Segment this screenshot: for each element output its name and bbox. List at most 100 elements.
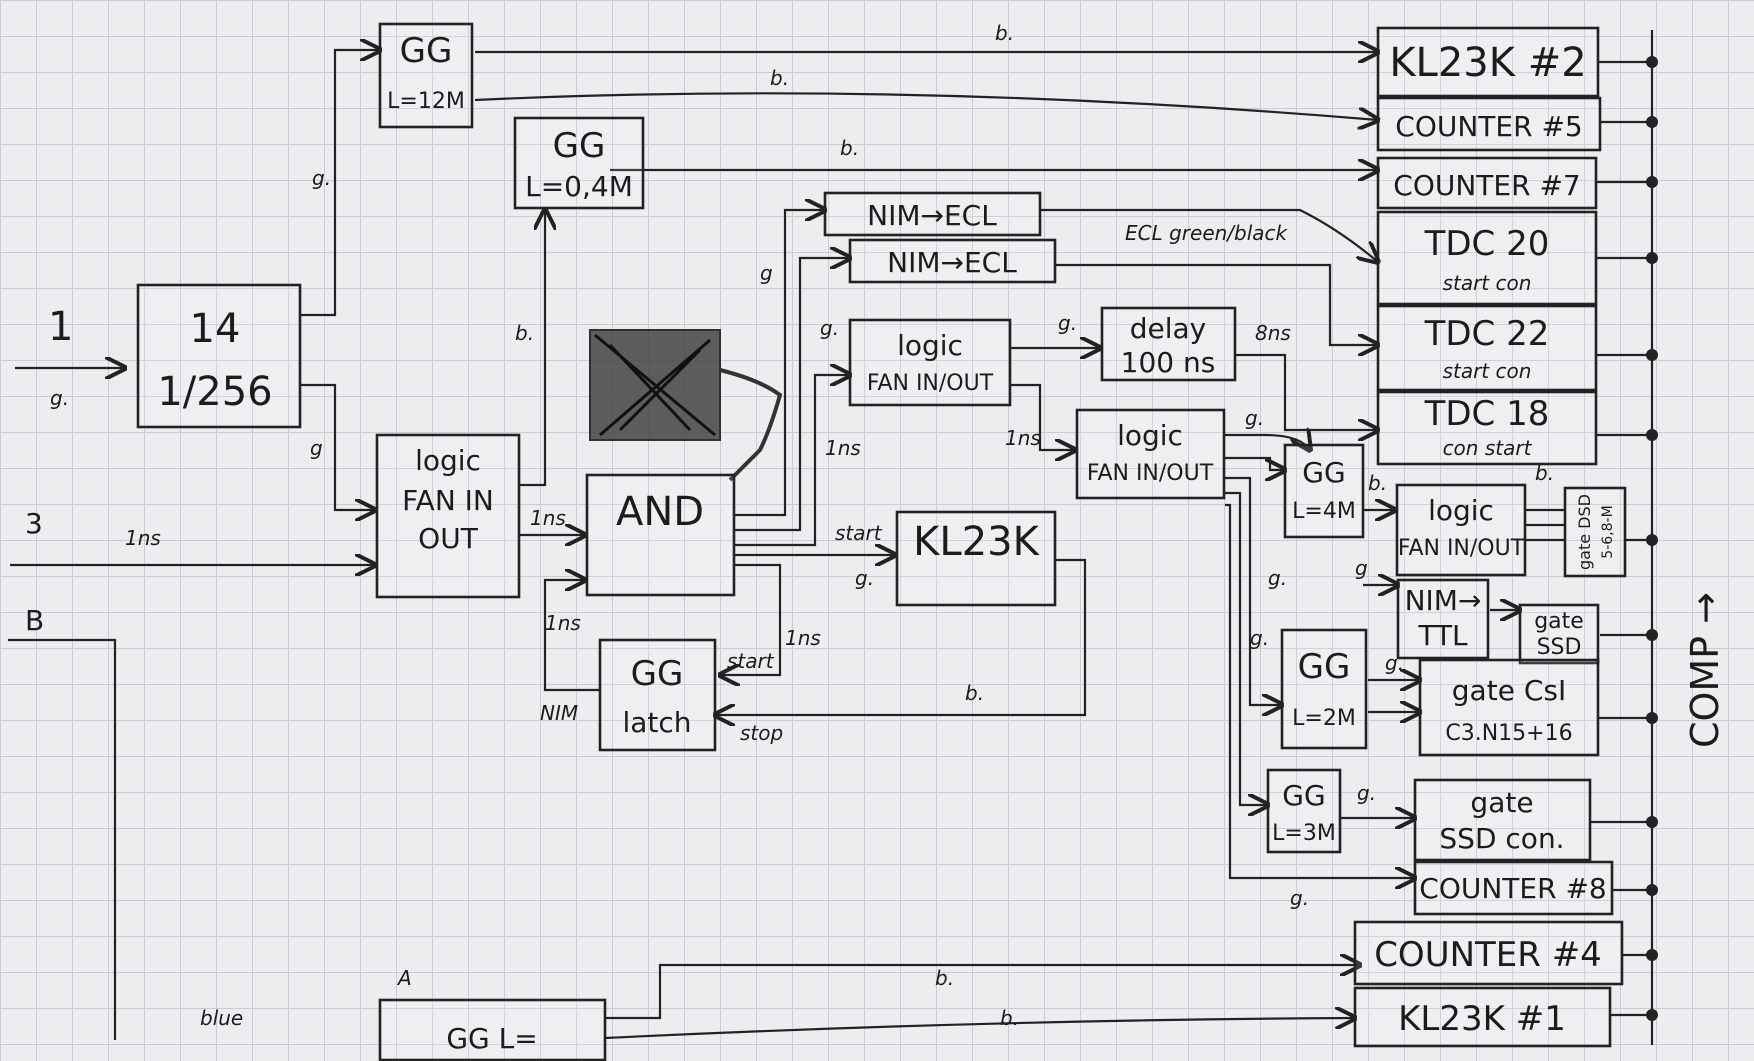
wl-g9: g. <box>1268 566 1287 590</box>
input-b-label: B <box>25 604 44 637</box>
rack-tdc-18: TDC 18 con start <box>1378 392 1596 464</box>
wl-b9: b. <box>1535 461 1554 485</box>
rack-label-kl23k-2: KL23K #2 <box>1389 40 1586 86</box>
gg6-label-1: GG <box>1282 779 1325 812</box>
wl-g10: g. <box>1250 626 1269 650</box>
rack-counter-4: COUNTER #4 <box>1355 922 1622 984</box>
wire-gglatch-and <box>545 580 600 690</box>
and-gate: AND <box>587 475 734 595</box>
gg2-label-2: L=0,4M <box>525 170 633 203</box>
wl-g3: g <box>760 261 773 285</box>
logic2-label-2: FAN IN/OUT <box>867 371 994 396</box>
nimttl-label-1: NIM→ <box>1405 584 1482 617</box>
gg1-label-1: GG <box>400 31 453 71</box>
gglatch-label-2: latch <box>622 706 691 739</box>
wl-g2: g <box>310 436 323 460</box>
wl-b1: b. <box>995 21 1014 45</box>
a-mark: A <box>396 966 412 990</box>
gatedsd-label-1: gate DSD <box>1575 494 1594 570</box>
nimttl-label-2: TTL <box>1417 619 1468 652</box>
logic1-label-3: OUT <box>418 522 479 555</box>
rack-sub-tdc-20: start con <box>1443 271 1532 295</box>
rack-counter-7: COUNTER #7 <box>1378 158 1596 208</box>
rack-label-counter-4: COUNTER #4 <box>1374 935 1602 975</box>
gg2-label-1: GG <box>553 126 606 166</box>
wire-blue-c4 <box>605 965 1360 1018</box>
wl-g6: g. <box>1245 406 1264 430</box>
gatecsi-label-1: gate CsI <box>1452 674 1566 707</box>
rack-kl23k-1: KL23K #1 <box>1355 988 1610 1046</box>
wl-b5: b. <box>965 681 984 705</box>
nim-ecl-2: NIM→ECL <box>850 240 1055 282</box>
rack-label-counter-5: COUNTER #5 <box>1395 110 1582 143</box>
gglatch-label-1: GG <box>631 654 684 694</box>
wire-logic1-gg2 <box>520 210 545 485</box>
gg4-label-1: GG <box>1302 456 1345 489</box>
rack-tdc-20: TDC 20 start con <box>1378 212 1596 304</box>
gg-gate-04m: GG L=0,4M <box>515 118 643 208</box>
wl-b3: b. <box>840 136 859 160</box>
wl-g13: g. <box>1290 886 1309 910</box>
rack-label-counter-8: COUNTER #8 <box>1419 872 1606 905</box>
wire-and-nimecl1 <box>735 210 825 515</box>
divider-label-1: 14 <box>190 306 241 352</box>
gatessd-label-1: gate <box>1534 609 1584 634</box>
rack-label-kl23k-1: KL23K #1 <box>1398 999 1566 1039</box>
wl-ns3: 1ns <box>825 436 861 460</box>
logic-fan-2: logic FAN IN/OUT <box>850 320 1010 405</box>
divider-label-2: 1/256 <box>157 369 272 415</box>
gg-gate-12m: GG L=12M <box>380 24 472 127</box>
delay-label-2: 100 ns <box>1121 346 1216 379</box>
gg-blue: GG L= <box>380 1000 605 1060</box>
rack-sub-tdc-22: start con <box>1443 359 1532 383</box>
nim-ttl: NIM→ TTL <box>1398 580 1488 658</box>
wl-nim: NIM <box>540 701 578 725</box>
rack-kl23k-2: KL23K #2 <box>1378 28 1598 96</box>
logic2-label-1: logic <box>897 329 963 362</box>
gate-dsd: gate DSD 5-6,8-M <box>1565 488 1625 576</box>
wire-gg1-c5 <box>475 93 1378 120</box>
rack-counter-5: COUNTER #5 <box>1378 98 1600 150</box>
wl-start: start <box>835 521 883 545</box>
kl23k-module: KL23K <box>897 512 1055 605</box>
gatessdcon-label-1: gate <box>1470 786 1533 819</box>
gg1-label-2: L=12M <box>387 89 465 114</box>
gate-ssd: gate SSD <box>1520 605 1598 663</box>
logic3-label-2: FAN IN/OUT <box>1087 461 1214 486</box>
input-1-sig: g. <box>50 386 69 410</box>
rack-counter-8: COUNTER #8 <box>1415 862 1612 914</box>
gg6-label-2: L=3M <box>1272 821 1336 846</box>
gatedsd-label-2: 5-6,8-M <box>1600 505 1616 558</box>
logic3-label-1: logic <box>1117 419 1183 452</box>
wire-logic3-gg5 <box>1225 478 1282 705</box>
ggblue-label: GG L= <box>446 1022 537 1055</box>
nimecl2-label: NIM→ECL <box>887 246 1017 279</box>
rack-label-counter-7: COUNTER #7 <box>1393 169 1580 202</box>
input-3-label: 3 <box>25 507 43 540</box>
logic-fan-1: logic FAN IN OUT <box>377 435 519 597</box>
logic4-label-2: FAN IN/OUT <box>1398 536 1525 561</box>
gg4-label-2: L=4M <box>1292 499 1356 524</box>
comp-label: COMP → <box>1683 592 1727 748</box>
gatecsi-label-2: C3.N15+16 <box>1445 721 1572 746</box>
gg5-label-1: GG <box>1298 647 1351 687</box>
wl-b7: b. <box>1000 1006 1019 1030</box>
wl-ns4: 1ns <box>1005 426 1041 450</box>
wire-inB <box>8 640 115 1040</box>
wl-g4: g. <box>820 316 839 340</box>
wl-g5: g. <box>1058 311 1077 335</box>
input-3-sig: 1ns <box>125 526 161 550</box>
input-1-label: 1 <box>48 304 73 350</box>
wl-b8: b. <box>1368 471 1387 495</box>
delay-box: delay 100 ns <box>1102 308 1235 380</box>
crossed-out-box <box>590 330 780 480</box>
gatessd-label-2: SSD <box>1537 635 1582 660</box>
wl-ecl: ECL green/black <box>1125 221 1289 245</box>
nim-ecl-1: NIM→ECL <box>825 193 1040 235</box>
wl-ns5: 1ns <box>785 626 821 650</box>
wl-g7: g. <box>855 566 874 590</box>
logic-fan-3: logic FAN IN/OUT <box>1077 410 1224 498</box>
wl-g11: g. <box>1385 651 1404 675</box>
gate-ssd-con: gate SSD con. <box>1415 780 1590 860</box>
